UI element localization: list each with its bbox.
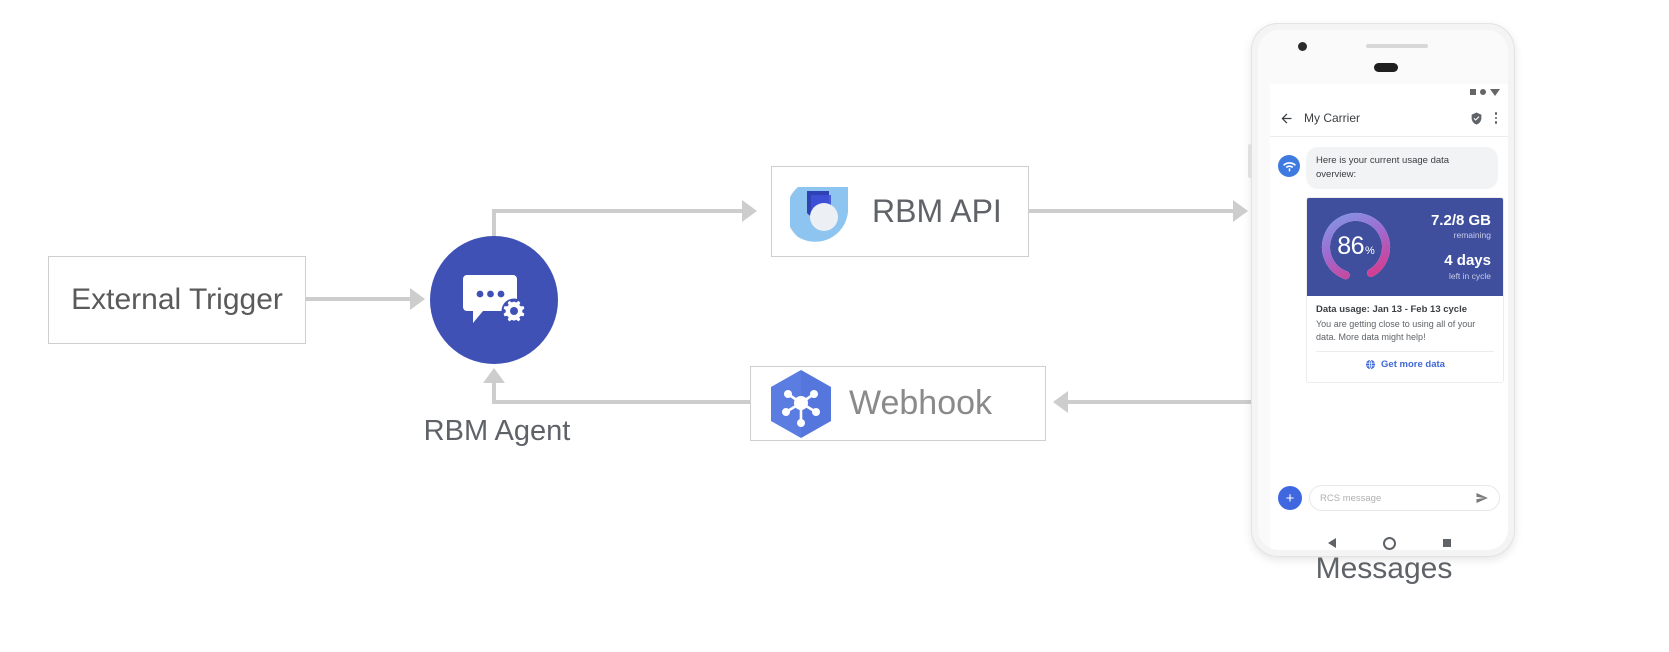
globe-icon xyxy=(1365,359,1376,369)
card-body: Data usage: Jan 13 - Feb 13 cycle You ar… xyxy=(1307,296,1503,382)
gauge-value-wrap: 86 % xyxy=(1317,208,1395,286)
data-remaining-value: 7.2/8 GB xyxy=(1430,211,1491,229)
arrowhead-webhook-to-agent xyxy=(483,368,505,383)
nav-back-icon[interactable] xyxy=(1327,538,1336,548)
message-row: Here is your current usage data overview… xyxy=(1278,147,1500,189)
rbm-api-label: RBM API xyxy=(872,193,1002,229)
phone-body: My Carrier xyxy=(1258,30,1508,550)
get-more-data-label: Get more data xyxy=(1381,358,1445,370)
triangle-down-icon xyxy=(1490,88,1500,96)
conversation-pane: Here is your current usage data overview… xyxy=(1270,137,1508,519)
connector-webhook-to-agent xyxy=(492,400,750,404)
back-arrow-icon[interactable] xyxy=(1279,111,1294,126)
square-icon xyxy=(1470,89,1476,95)
arrowhead-trigger-to-agent xyxy=(410,288,425,310)
node-webhook[interactable]: Webhook xyxy=(750,366,1046,441)
sensor-notch xyxy=(1374,63,1398,72)
arrowhead-phone-to-webhook xyxy=(1053,391,1068,413)
webhook-hexagon-icon xyxy=(771,369,831,438)
rcs-message-placeholder: RCS message xyxy=(1320,492,1382,504)
connector-phone-to-webhook xyxy=(1068,400,1258,404)
message-composer: + RCS message xyxy=(1278,485,1500,511)
external-trigger-label: External Trigger xyxy=(71,283,283,316)
connector-agent-up xyxy=(492,209,496,259)
phone-screen: My Carrier xyxy=(1270,84,1508,530)
connector-rbm-api-to-phone xyxy=(1029,209,1233,213)
status-bar xyxy=(1270,84,1508,100)
messages-caption: Messages xyxy=(1315,552,1453,585)
days-left-label: left in cycle xyxy=(1448,270,1491,281)
card-stats: 7.2/8 GB remaining 4 days left in cycle xyxy=(1405,211,1493,281)
phone-device: My Carrier xyxy=(1248,24,1514,556)
data-remaining-label: remaining xyxy=(1453,230,1491,241)
rbm-agent-caption: RBM Agent xyxy=(423,415,571,447)
android-nav-bar xyxy=(1270,530,1508,550)
connector-trigger-to-agent xyxy=(306,297,410,301)
gauge-value: 86 xyxy=(1337,232,1365,261)
avatar xyxy=(1278,155,1300,177)
rbm-api-logo xyxy=(790,186,848,242)
plus-icon[interactable]: + xyxy=(1278,486,1302,510)
nav-home-icon[interactable] xyxy=(1382,536,1396,550)
chat-gear-icon xyxy=(463,275,527,324)
days-left-value: 4 days xyxy=(1444,252,1491,270)
node-rbm-agent[interactable] xyxy=(430,236,558,364)
nav-recents-icon[interactable] xyxy=(1442,539,1451,547)
webhook-label: Webhook xyxy=(849,384,993,422)
connector-agent-up-return xyxy=(492,383,496,404)
kebab-menu-icon[interactable] xyxy=(1493,110,1500,126)
node-rbm-api[interactable]: RBM API xyxy=(771,166,1029,257)
arrowhead-agent-to-rbm-api xyxy=(742,200,757,222)
usage-gauge: 86 % xyxy=(1317,208,1395,286)
verified-shield-icon xyxy=(1471,112,1481,124)
earpiece-speaker xyxy=(1366,44,1428,48)
rcs-message-input[interactable]: RCS message xyxy=(1309,485,1500,511)
send-arrow-icon[interactable] xyxy=(1475,491,1489,505)
message-bubble: Here is your current usage data overview… xyxy=(1306,147,1498,189)
conversation-title: My Carrier xyxy=(1304,111,1360,125)
data-usage-card[interactable]: 86 % 7.2/8 GB remaining 4 days left in c… xyxy=(1306,196,1504,383)
card-description: You are getting close to using all of yo… xyxy=(1316,318,1476,342)
card-hero: 86 % 7.2/8 GB remaining 4 days left in c… xyxy=(1307,197,1503,296)
node-external-trigger[interactable]: External Trigger xyxy=(48,256,306,344)
arrowhead-rbm-api-to-phone xyxy=(1233,200,1248,222)
app-bar: My Carrier xyxy=(1270,100,1508,137)
connector-agent-to-rbm-api xyxy=(492,209,742,213)
circle-icon xyxy=(1480,89,1486,95)
wifi-signal-icon xyxy=(1282,161,1296,171)
phone-side-button[interactable] xyxy=(1248,144,1252,178)
get-more-data-button[interactable]: Get more data xyxy=(1316,350,1494,376)
gauge-unit: % xyxy=(1365,245,1375,258)
card-title: Data usage: Jan 13 - Feb 13 cycle xyxy=(1316,303,1468,315)
front-camera-icon xyxy=(1298,42,1307,51)
